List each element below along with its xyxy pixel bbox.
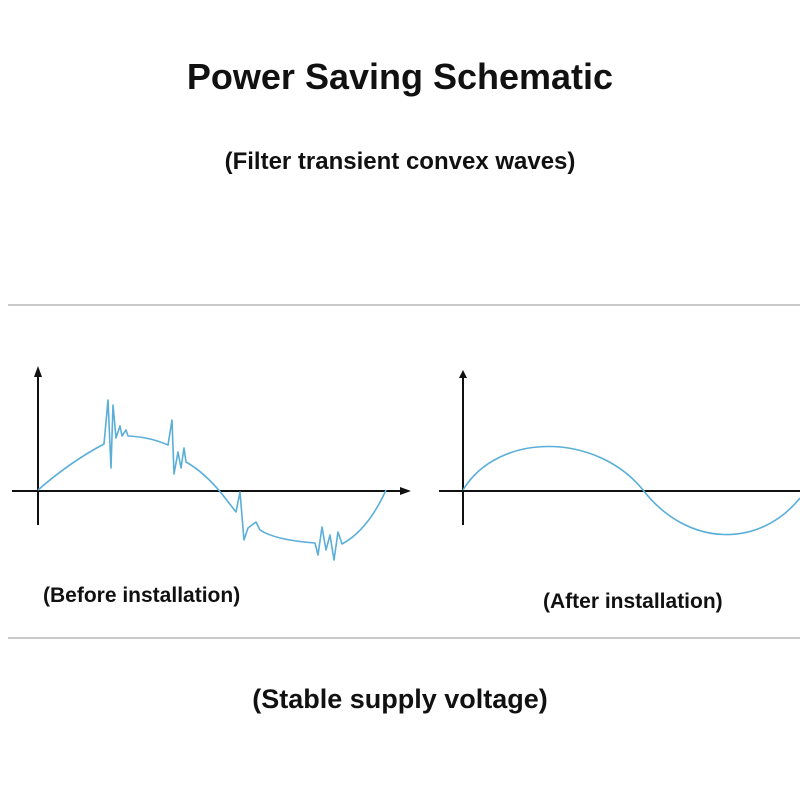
before-y-axis-arrow	[34, 366, 42, 377]
before-x-axis-arrow	[400, 487, 411, 495]
after-y-axis-arrow	[459, 370, 467, 378]
bottom-divider	[8, 637, 800, 639]
before-panel	[12, 366, 411, 561]
after-caption: (After installation)	[543, 590, 723, 613]
after-panel	[439, 370, 800, 536]
page-subtitle: (Filter transient convex waves)	[224, 148, 576, 175]
page-title: Power Saving Schematic	[186, 56, 614, 97]
after-sine-wave	[462, 445, 800, 536]
top-divider	[8, 304, 800, 306]
footer-note: (Stable supply voltage)	[252, 684, 548, 714]
before-caption: (Before installation)	[43, 584, 241, 607]
before-distorted-wave	[37, 399, 387, 561]
